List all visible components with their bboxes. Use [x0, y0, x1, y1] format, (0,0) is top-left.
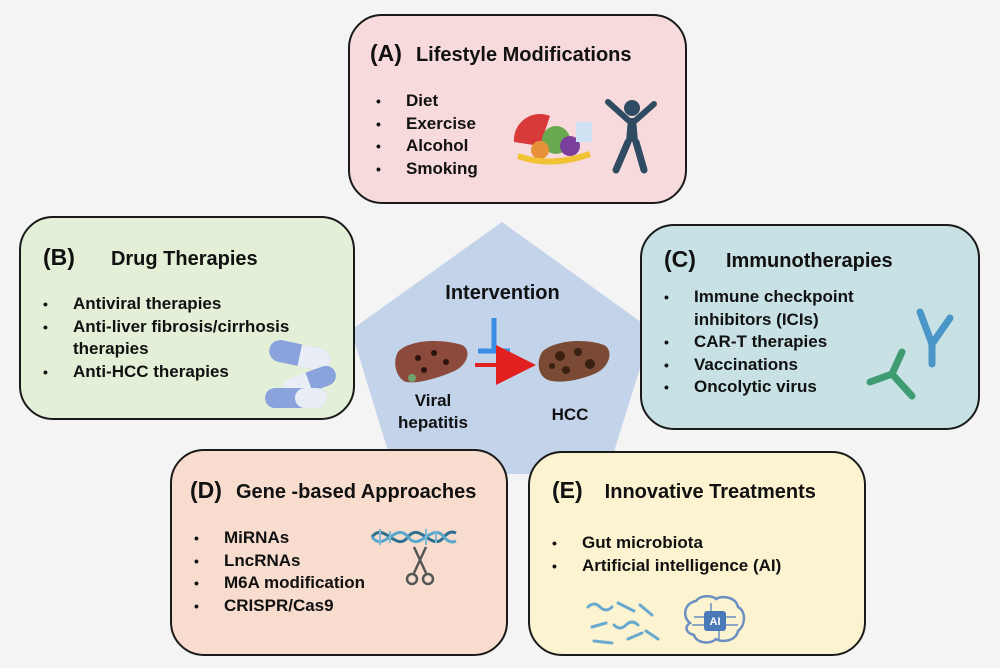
panel-c-title: (C) Immunotherapies — [664, 246, 893, 273]
list-item-continued: therapies — [73, 339, 149, 358]
panel-e-list: Gut microbiota Artificial intelligence (… — [552, 532, 781, 577]
panel-drug-therapies: (B) Drug Therapies Antiviral therapies An… — [19, 216, 355, 420]
list-item: Artificial intelligence (AI) — [552, 555, 781, 578]
list-item: M6A modification — [194, 572, 365, 595]
list-item: Immune checkpoint — [664, 286, 854, 309]
hcc-label: HCC — [551, 405, 589, 424]
panel-b-list: Antiviral therapies Anti-liver fibrosis/… — [43, 293, 289, 383]
food-icon — [513, 113, 592, 165]
list-item: Alcohol — [376, 135, 478, 158]
list-item: Smoking — [376, 158, 478, 181]
list-item: MiRNAs — [194, 527, 365, 550]
panel-innovative-treatments: (E) Innovative Treatments Gut microbiota … — [528, 451, 866, 656]
list-item: LncRNAs — [194, 550, 365, 573]
panel-e-letter: (E) — [552, 477, 583, 503]
list-item: Vaccinations — [664, 354, 854, 377]
panel-b-heading: Drug Therapies — [110, 248, 258, 270]
panel-c-list: Immune checkpoint inhibitors (ICIs) CAR-… — [664, 286, 854, 399]
panel-c-heading: Immunotherapies — [725, 250, 893, 272]
panel-d-heading: Gene -based Approaches — [235, 481, 477, 503]
panel-b-title: (B) Drug Therapies — [43, 244, 258, 271]
viral-hepatitis-label: Viral hepatitis — [398, 391, 468, 432]
panel-a-letter: (A) — [370, 40, 402, 66]
ai-brain-icon: AI — [683, 595, 746, 644]
bacteria-icon — [586, 601, 660, 645]
panel-a-title: (A) Lifestyle Modifications — [370, 40, 632, 67]
panel-gene-based-approaches: (D) Gene -based Approaches MiRNAs LncRNAs… — [170, 449, 508, 656]
list-item: Antiviral therapies — [43, 293, 289, 316]
ai-chip-label: AI — [710, 616, 721, 628]
panel-c-letter: (C) — [664, 246, 696, 272]
panel-immunotherapies: (C) Immunotherapies Immune checkpoint inh… — [640, 224, 980, 430]
panel-e-heading: Innovative Treatments — [604, 481, 816, 503]
panel-d-list: MiRNAs LncRNAs M6A modification CRISPR/C… — [194, 527, 365, 617]
panel-d-letter: (D) — [190, 477, 222, 503]
list-item: CRISPR/Cas9 — [194, 595, 365, 618]
list-item: Gut microbiota — [552, 532, 781, 555]
liver-hcc-icon — [538, 340, 610, 382]
intervention-title: Intervention — [445, 282, 560, 304]
list-item: CAR-T therapies — [664, 331, 854, 354]
panel-e-title: (E) Innovative Treatments — [552, 477, 816, 504]
panel-lifestyle-modifications: (A) Lifestyle Modifications Diet Exercise… — [348, 14, 687, 204]
antibody-icon — [866, 308, 954, 400]
liver-viral-icon — [395, 340, 468, 383]
list-item-continued: inhibitors (ICIs) — [694, 309, 819, 329]
panel-a-list: Diet Exercise Alcohol Smoking — [376, 90, 478, 180]
panel-b-letter: (B) — [43, 244, 75, 270]
panel-a-heading: Lifestyle Modifications — [415, 44, 632, 66]
list-item: Anti-liver fibrosis/cirrhosis — [43, 316, 289, 339]
list-item: Oncolytic virus — [664, 376, 854, 399]
list-item: Anti-HCC therapies — [43, 361, 289, 384]
list-item: Exercise — [376, 113, 478, 136]
list-item: Diet — [376, 90, 478, 113]
person-exercise-icon — [605, 99, 657, 174]
capsule-pills-icon — [265, 340, 336, 408]
panel-d-title: (D) Gene -based Approaches — [190, 477, 476, 504]
dna-scissors-icon — [370, 529, 457, 586]
